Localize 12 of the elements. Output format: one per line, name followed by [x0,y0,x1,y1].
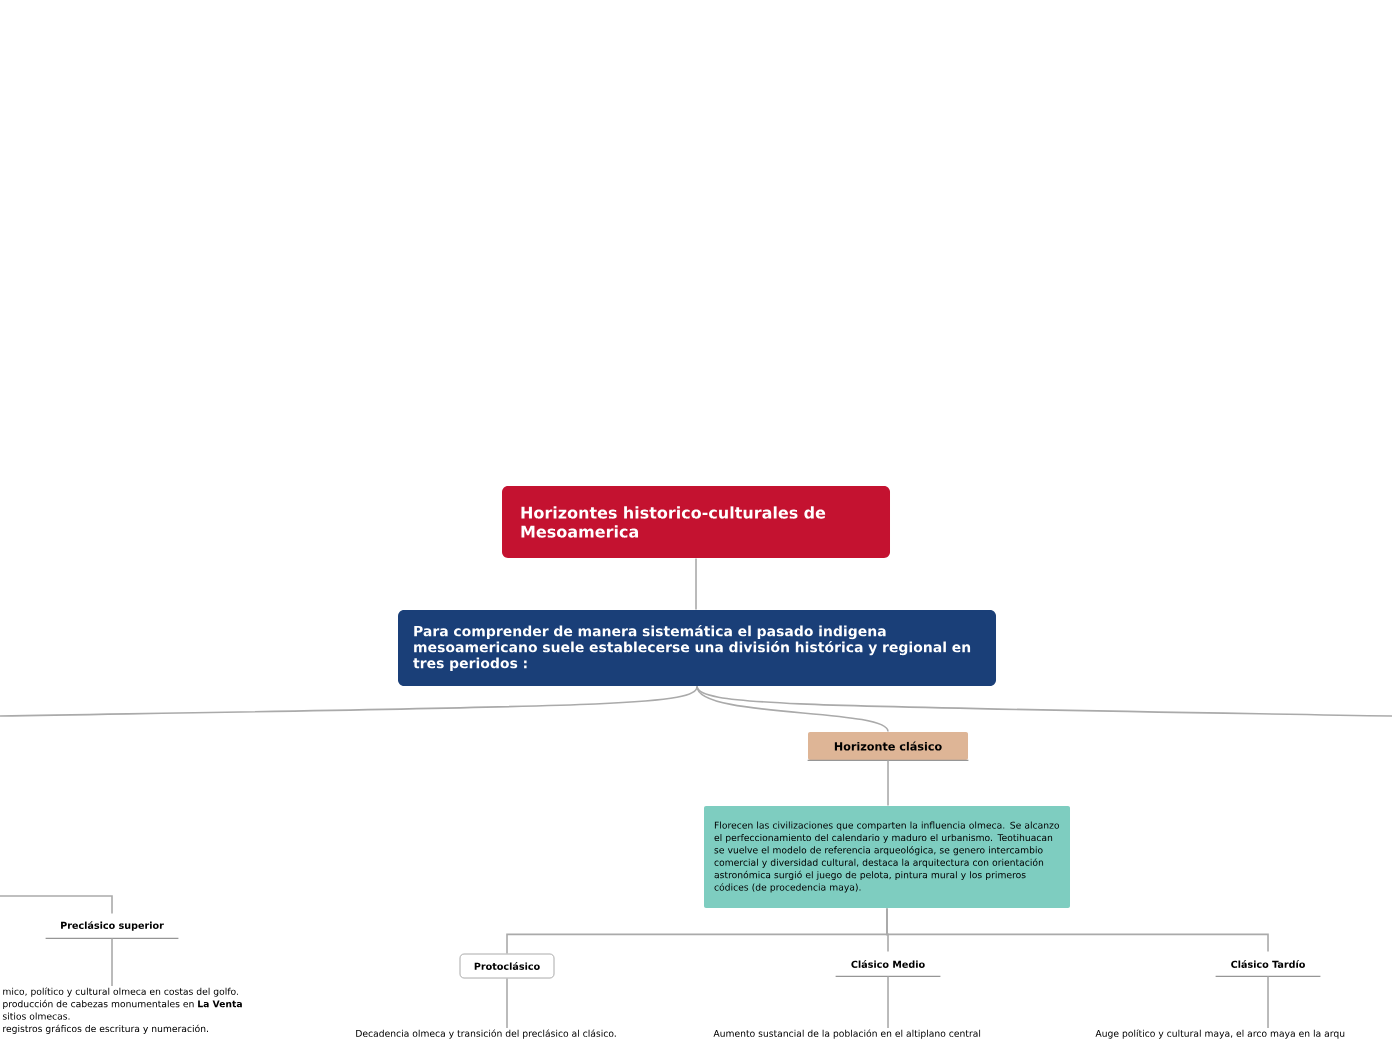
connector-line [887,975,889,1029]
connector-line [887,759,889,807]
connector-line [0,685,698,717]
title-box: Horizontes historico-culturales de Mesoamerica [502,486,890,558]
connector-line [0,895,113,915]
connector-line [111,937,113,987]
connector-line [695,557,697,611]
connector-line [1267,975,1269,1029]
connector-line [506,977,508,1029]
connector-line [696,685,1392,717]
connector-line [886,907,1269,953]
connector-line [696,685,889,733]
